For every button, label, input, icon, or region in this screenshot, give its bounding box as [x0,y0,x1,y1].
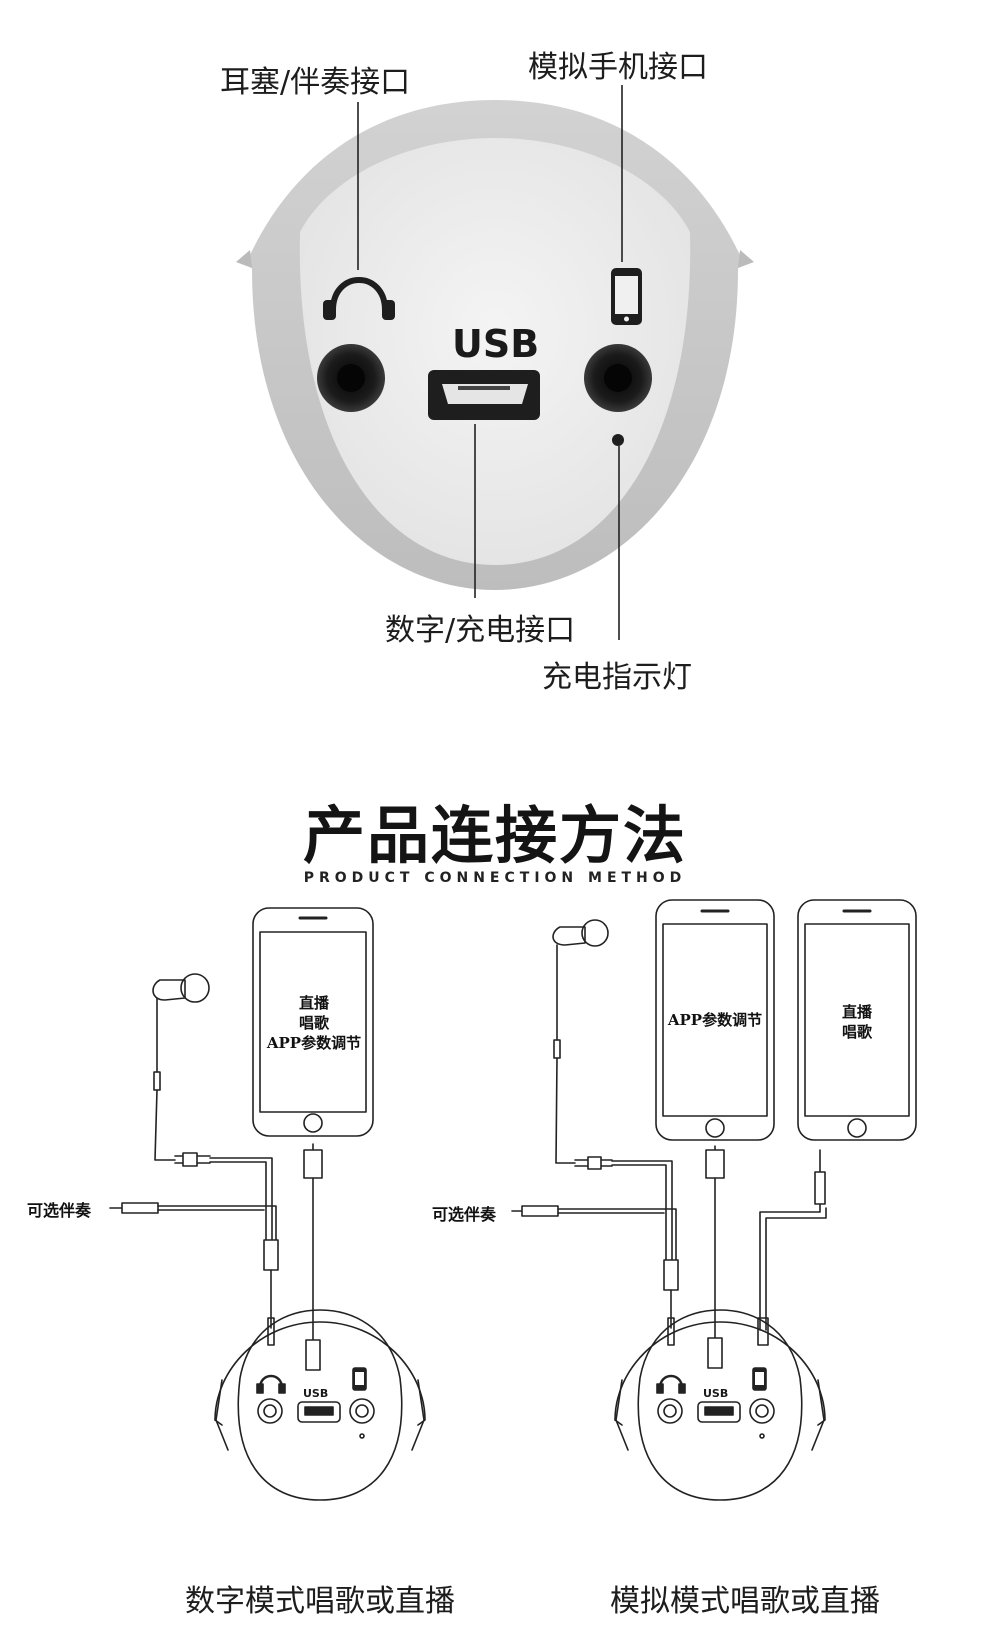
analog-device [614,1309,826,1501]
label-usb-port: 数字/充电接口 [385,613,576,648]
usb-port [428,370,540,420]
digital-device [214,1309,426,1501]
section-title: 产品连接方法 [302,799,687,872]
device-face [299,138,691,565]
analog-optional-label: 可选伴奏 [432,1205,497,1224]
digital-phone-line-1: 直播 [298,994,329,1012]
label-phone-port: 模拟手机接口 [528,50,708,85]
label-charge-led: 充电指示灯 [542,660,692,695]
digital-phone-screen: 直播 唱歌 APP参数调节 [262,993,366,1053]
analog-usb-label: USB [703,1387,729,1400]
usb-label: USB [452,322,540,366]
analog-phone-2-screen: 直播 唱歌 [805,1002,909,1042]
digital-optional-label: 可选伴奏 [27,1201,92,1220]
phone-icon [611,268,642,325]
device-port-diagram [236,85,754,640]
section-subtitle: PRODUCT CONNECTION METHOD [303,870,687,886]
analog-phone-1-screen: APP参数调节 [663,1010,767,1030]
analog-phone2-line-2: 唱歌 [841,1023,872,1041]
analog-phone1-line-1: APP参数调节 [667,1011,763,1029]
analog-phone2-line-1: 直播 [841,1003,872,1021]
label-earphone-port: 耳塞/伴奏接口 [220,65,411,100]
earphone-icon [552,919,609,1164]
digital-phone-line-2: 唱歌 [298,1014,329,1032]
analog-mode-caption: 模拟模式唱歌或直播 [610,1584,880,1619]
digital-usb-label: USB [303,1387,329,1400]
charge-led [612,434,624,446]
digital-phone [252,907,374,1137]
digital-phone-line-3: APP参数调节 [266,1034,362,1052]
earphone-icon [152,973,210,1161]
connection-diagrams [109,899,917,1501]
headphone-icon [330,277,388,313]
analog-phone-2 [797,899,917,1141]
analog-phone-1 [655,899,775,1141]
digital-mode-caption: 数字模式唱歌或直播 [185,1584,455,1619]
